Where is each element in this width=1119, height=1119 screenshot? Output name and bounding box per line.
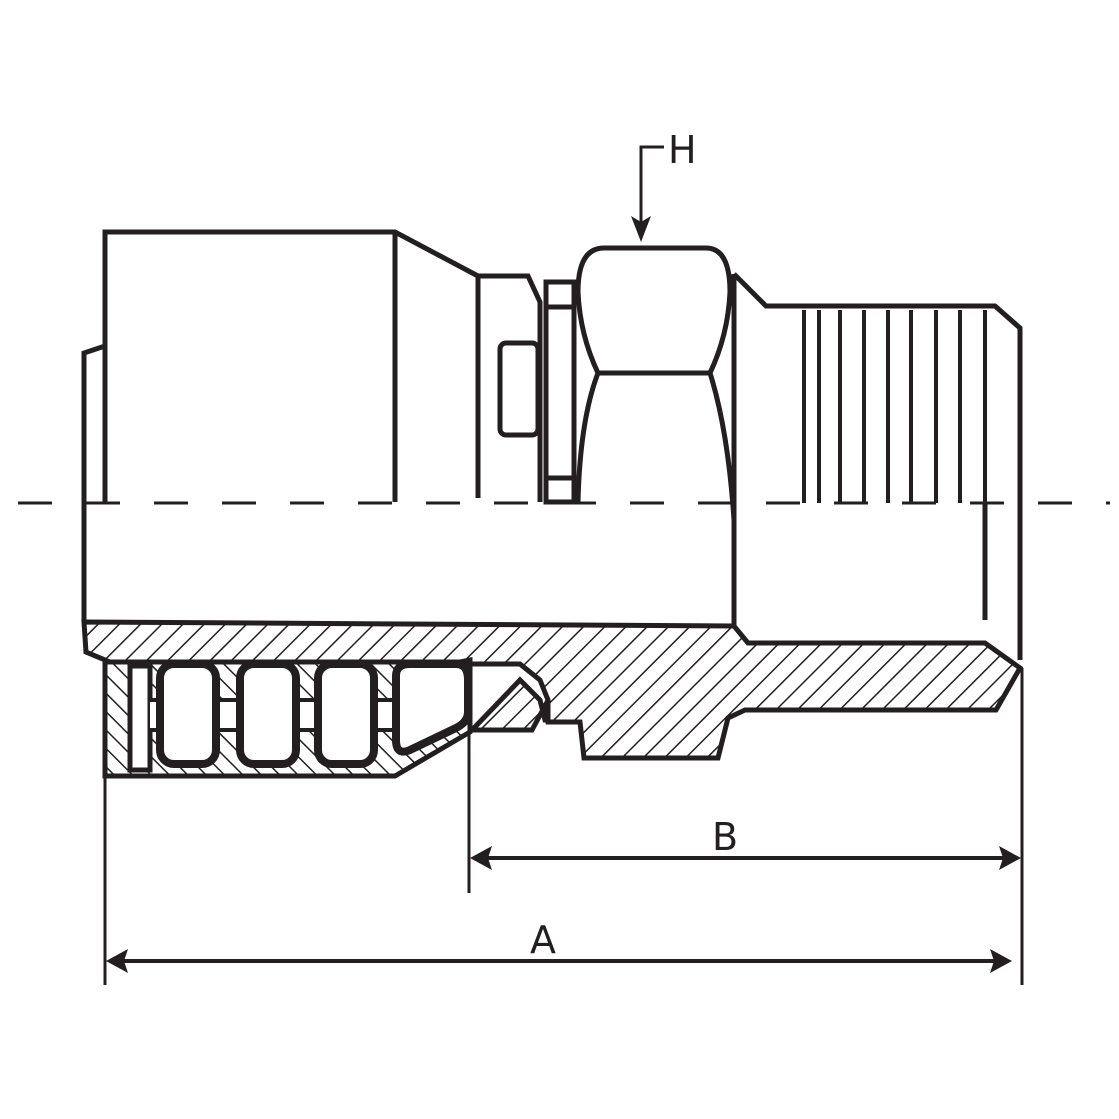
label-h: H bbox=[668, 128, 697, 172]
dimension-h-leader bbox=[631, 145, 664, 242]
extension-lines bbox=[103, 668, 1024, 985]
dimension-a bbox=[106, 949, 1012, 973]
label-b: B bbox=[712, 815, 738, 859]
hose-barbs bbox=[127, 660, 472, 773]
male-thread-upper bbox=[732, 272, 1023, 660]
stem-section bbox=[81, 619, 1024, 761]
thread-lines bbox=[802, 310, 987, 503]
label-a: A bbox=[530, 918, 556, 962]
dimension-b bbox=[470, 846, 1021, 870]
hex-nut bbox=[575, 245, 737, 626]
socket-collar-upper bbox=[475, 273, 577, 505]
ferrule-upper bbox=[81, 229, 480, 502]
